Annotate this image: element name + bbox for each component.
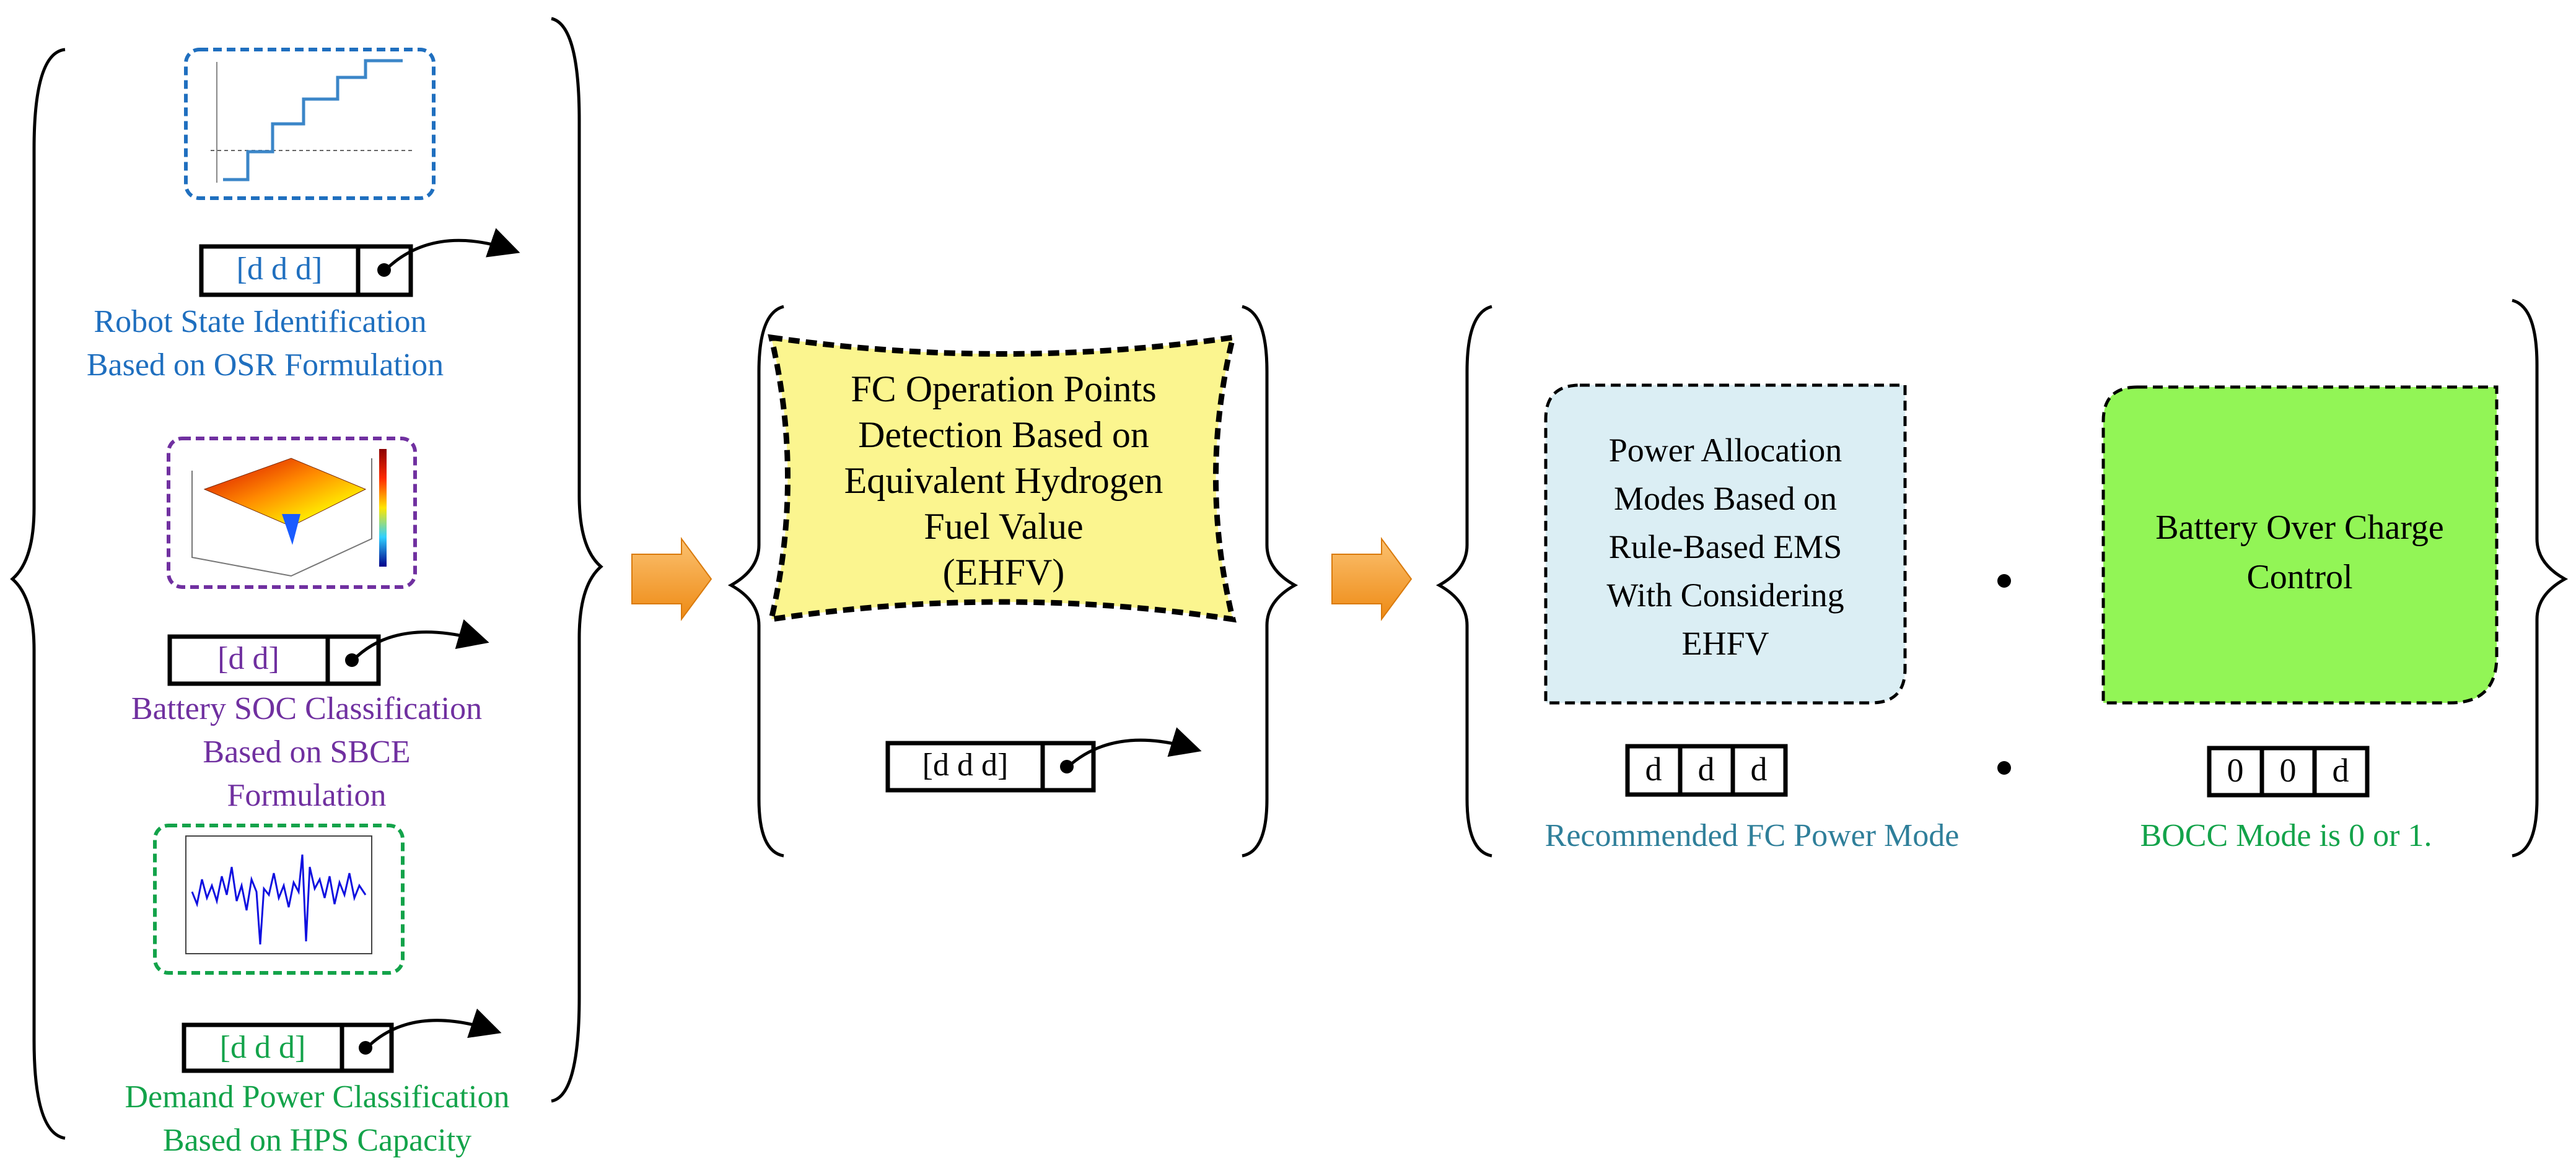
power-mode-cell-3 — [1730, 744, 1788, 797]
robot-register-text: [d d d] — [237, 251, 323, 287]
section3-left-brace — [1435, 305, 1492, 858]
power-mode-cell-2-text: d — [1698, 751, 1715, 788]
separator-dot-upper — [1997, 574, 2011, 588]
bocc-mode-cell-3 — [2312, 746, 2370, 798]
bocc-mode-cell-1-text: 0 — [2227, 752, 2244, 789]
bocc-box-line1: Battery Over Charge — [2155, 508, 2443, 547]
bocc-mode-register: 0 0 d — [2207, 746, 2370, 798]
fc-box-line5: (EHFV) — [943, 552, 1065, 593]
bocc-mode-cell-1 — [2207, 746, 2264, 798]
demand-register-pointer-cell — [340, 1022, 394, 1073]
separator-dot-lower — [1997, 761, 2011, 775]
fc-register: [d d d] — [885, 727, 1202, 793]
right-curly-brace — [551, 17, 603, 1103]
robot-state-thumbnail — [184, 48, 436, 200]
soc-surface-plane — [203, 458, 367, 527]
demand-register-text: [d d d] — [220, 1030, 306, 1065]
bocc-box-line2: Control — [2246, 558, 2352, 596]
bocc-mode-cell-2 — [2259, 746, 2317, 798]
section-power-control: Power Allocation Modes Based on Rule-Bas… — [1435, 298, 2569, 858]
demand-plot-box — [185, 835, 372, 954]
demand-caption-line1: Demand Power Classification — [125, 1079, 510, 1115]
flow-arrow-2 — [1331, 536, 1413, 622]
section3-right-brace — [2512, 298, 2569, 858]
bocc-box — [2101, 385, 2499, 705]
power-mode-cell-1 — [1625, 744, 1683, 797]
power-allocation-box — [1544, 383, 1907, 705]
bocc-mode-cell-3-text: d — [2333, 752, 2349, 789]
soc-thumb-axes — [191, 458, 372, 577]
soc-pointer-arrow — [352, 619, 489, 661]
demand-register: [d d d] — [182, 1008, 502, 1073]
left-curly-brace — [10, 48, 66, 1140]
soc-caption-line3: Formulation — [227, 778, 386, 813]
demand-caption-line2: Based on HPS Capacity — [163, 1123, 471, 1158]
power-mode-cell-2 — [1678, 744, 1735, 797]
power-box-line3: Rule-Based EMS — [1609, 528, 1842, 565]
power-mode-cell-3-text: d — [1751, 751, 1768, 788]
section-fc-detection: FC Operation Points Detection Based on E… — [727, 305, 1299, 858]
robot-register-value-cell — [199, 244, 361, 297]
bocc-mode-cell-2-text: 0 — [2280, 752, 2297, 789]
power-box-line4: With Considering — [1606, 577, 1844, 614]
flow-arrow-1 — [631, 536, 712, 622]
robot-caption-line1: Robot State Identification — [94, 304, 426, 339]
demand-pointer-arrow — [366, 1008, 502, 1049]
power-box-line5: EHFV — [1681, 625, 1769, 662]
soc-caption-line2: Based on SBCE — [203, 734, 410, 770]
power-mode-caption: Recommended FC Power Mode — [1545, 818, 1960, 853]
demand-register-value-cell — [182, 1022, 344, 1073]
soc-caption-line1: Battery SOC Classification — [131, 691, 482, 726]
soc-register: [d d] — [167, 619, 489, 686]
fc-box-line2: Detection Based on — [858, 414, 1149, 455]
soc-colorbar — [379, 449, 387, 567]
power-box-line2: Modes Based on — [1614, 480, 1837, 517]
soc-surface-dip — [282, 514, 300, 545]
soc-register-text: [d d] — [217, 641, 279, 676]
fc-box-line3: Equivalent Hydrogen — [844, 460, 1163, 501]
robot-pointer-arrow — [384, 228, 520, 271]
power-mode-cell-1-text: d — [1645, 751, 1662, 788]
robot-state-staircase-line — [223, 59, 403, 181]
robot-state-register: [d d d] — [199, 228, 520, 297]
fc-box-line4: Fuel Value — [924, 506, 1083, 547]
power-box-line1: Power Allocation — [1609, 432, 1842, 469]
demand-signal-thumbnail — [153, 824, 405, 975]
section2-right-brace — [1242, 305, 1299, 858]
power-mode-register: d d d — [1625, 744, 1788, 797]
demand-signal-trace — [191, 854, 367, 945]
fc-box-line1: FC Operation Points — [851, 368, 1156, 409]
soc-surface-thumbnail — [167, 437, 417, 589]
fc-register-value-cell — [885, 741, 1045, 793]
section-state-inputs: [d d d] Robot State Identification Based… — [10, 17, 603, 1158]
fc-register-text: [d d d] — [922, 747, 1009, 783]
robot-caption-line2: Based on OSR Formulation — [87, 347, 444, 383]
fc-pointer-arrow — [1067, 727, 1202, 768]
bocc-mode-caption: BOCC Mode is 0 or 1. — [2140, 818, 2432, 853]
robot-state-frame — [184, 48, 436, 200]
fc-detection-box — [768, 334, 1237, 623]
section2-left-brace — [727, 305, 784, 858]
